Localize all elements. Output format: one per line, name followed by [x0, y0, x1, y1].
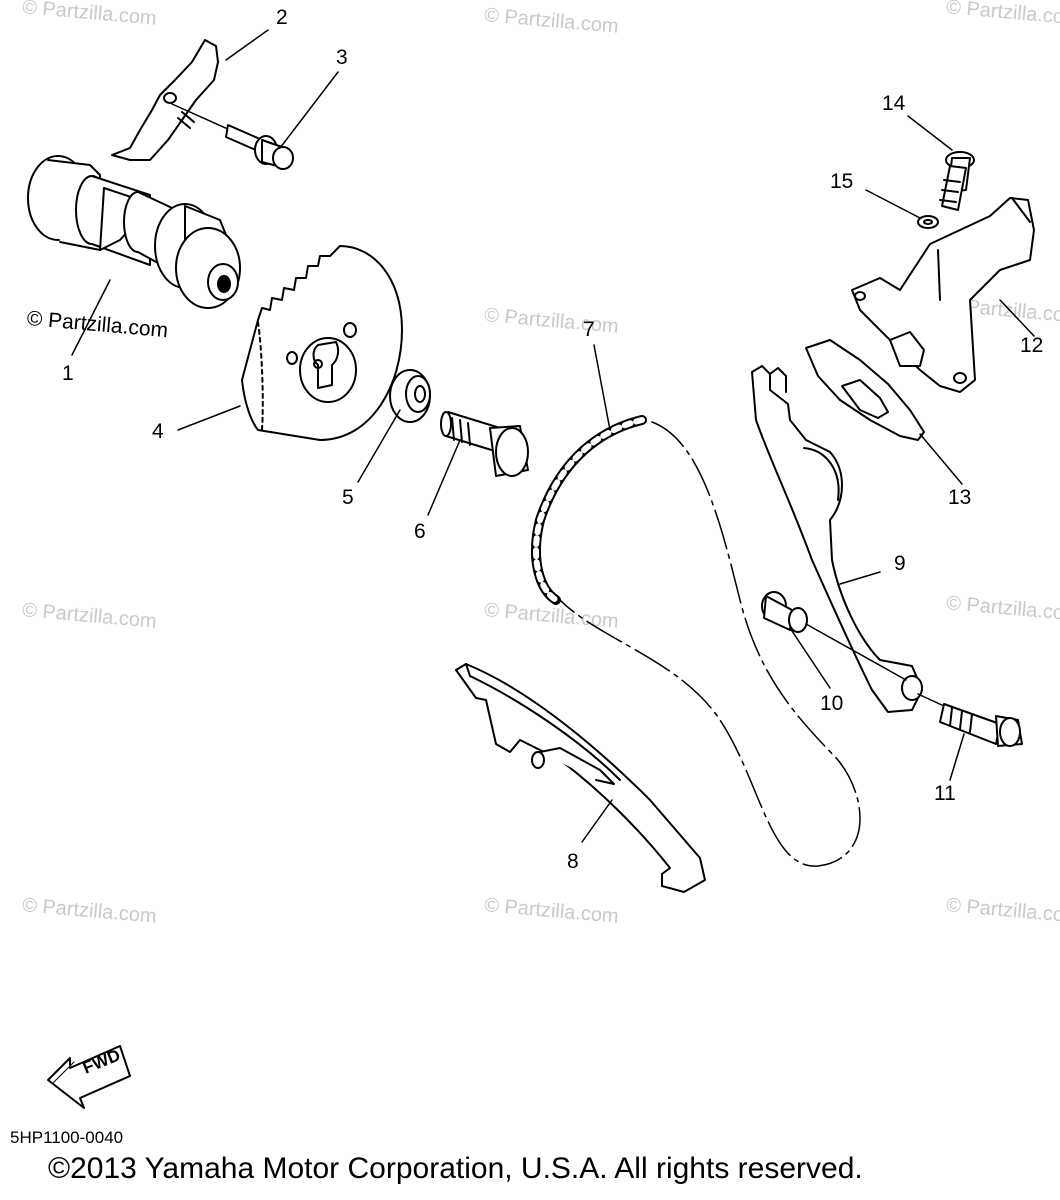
- part-label-5: 5: [342, 486, 354, 509]
- part-label-8: 8: [567, 850, 579, 873]
- bolt-part-3: [172, 104, 293, 169]
- bolt-part-6: [441, 412, 528, 476]
- part-label-6: 6: [414, 520, 426, 543]
- cover-part: [112, 40, 218, 160]
- part-label-13: 13: [948, 486, 972, 509]
- part-label-14: 14: [882, 92, 906, 115]
- cam-chain-part: [536, 420, 860, 866]
- part-label-4: 4: [152, 420, 164, 443]
- chain-guide-exhaust-part: [456, 664, 705, 892]
- washer-part-15: [918, 216, 938, 228]
- part-label-11: 11: [934, 782, 956, 805]
- camshaft-part: [28, 156, 240, 308]
- part-label-12: 12: [1020, 334, 1044, 357]
- part-label-1: 1: [62, 362, 74, 385]
- tensioner-assembly-part: [852, 198, 1034, 392]
- collar-part: [762, 592, 906, 680]
- bolt-part-14: [940, 152, 974, 210]
- part-label-3: 3: [336, 46, 348, 69]
- chain-guide-intake-part: [752, 366, 922, 712]
- part-label-10: 10: [820, 692, 844, 715]
- bolt-part-11: [918, 694, 1022, 746]
- diagram-code: 5HP1100-0040: [10, 1128, 124, 1147]
- part-label-9: 9: [894, 552, 906, 575]
- cam-sprocket-part: [242, 246, 402, 440]
- part-label-7: 7: [583, 318, 595, 341]
- part-label-2: 2: [276, 6, 288, 29]
- fwd-arrow-icon: [48, 1046, 130, 1108]
- copyright-notice: ©2013 Yamaha Motor Corporation, U.S.A. A…: [48, 1152, 863, 1185]
- washer-part-5: [390, 370, 430, 422]
- part-label-15: 15: [830, 170, 854, 193]
